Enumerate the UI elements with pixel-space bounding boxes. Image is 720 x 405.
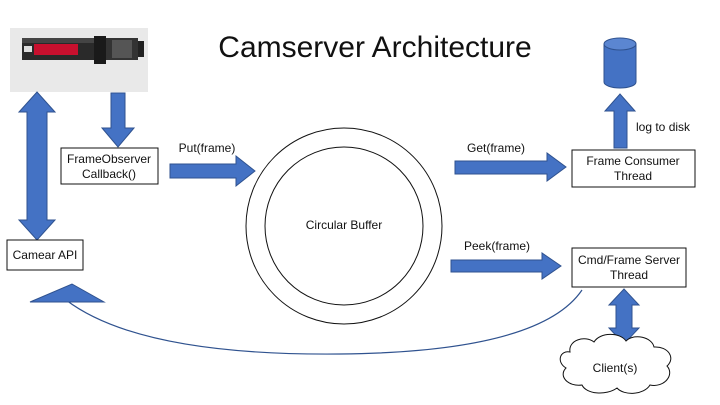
frame-consumer-box: Frame Consumer Thread bbox=[571, 149, 696, 188]
log-to-disk-arrow bbox=[603, 93, 637, 149]
database-cylinder-icon bbox=[603, 37, 637, 89]
frame-consumer-line-1: Frame Consumer bbox=[586, 154, 679, 168]
put-label: Put(frame) bbox=[179, 141, 236, 155]
frame-observer-line-2: Callback() bbox=[82, 167, 136, 181]
server-to-api-return-curve bbox=[65, 289, 583, 355]
circular-buffer-label: Circular Buffer bbox=[306, 218, 382, 232]
return-curve-arrowhead bbox=[29, 283, 106, 303]
camera-to-observer-arrow bbox=[100, 92, 136, 148]
camera-api-box: Camear API bbox=[6, 239, 84, 271]
get-arrow bbox=[454, 152, 567, 182]
put-arrow bbox=[169, 154, 256, 188]
log-to-disk-label: log to disk bbox=[636, 120, 691, 134]
camera-icon bbox=[10, 28, 148, 92]
camera-api-double-arrow bbox=[17, 91, 57, 241]
frame-observer-line-1: FrameObserver bbox=[67, 152, 151, 166]
get-label: Get(frame) bbox=[467, 141, 525, 155]
peek-arrow bbox=[450, 252, 562, 280]
frame-observer-box: FrameObserver Callback() bbox=[60, 147, 159, 185]
circular-buffer: Circular Buffer bbox=[245, 127, 443, 325]
peek-label: Peek(frame) bbox=[464, 239, 530, 253]
cmd-frame-server-box: Cmd/Frame Server Thread bbox=[571, 247, 687, 288]
diagram-title: Camserver Architecture bbox=[218, 31, 531, 64]
client-label: Client(s) bbox=[593, 361, 638, 375]
cmd-frame-server-line-2: Thread bbox=[610, 268, 648, 282]
frame-consumer-line-2: Thread bbox=[614, 169, 652, 183]
camera-api-label: Camear API bbox=[13, 248, 78, 262]
client-cloud: Client(s) bbox=[559, 333, 672, 394]
cmd-frame-server-line-1: Cmd/Frame Server bbox=[578, 253, 680, 267]
